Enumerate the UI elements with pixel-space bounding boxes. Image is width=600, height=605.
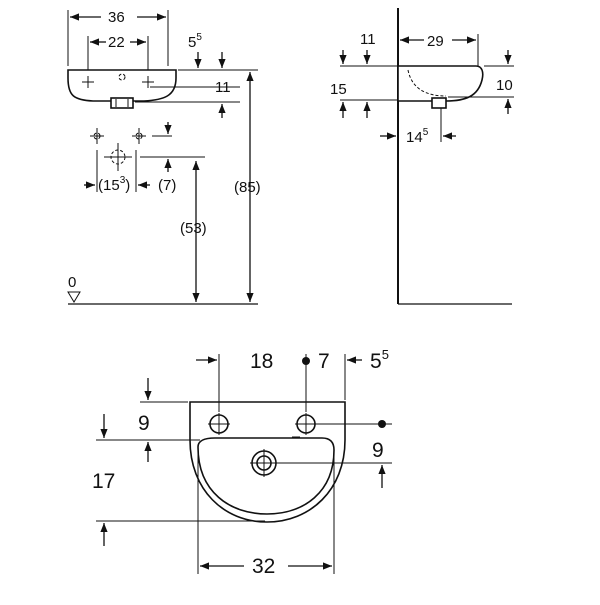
- dimension-width: 36: [108, 9, 125, 26]
- basin-front-elevation: [67, 69, 177, 102]
- drain-outlet: [110, 97, 134, 109]
- outlet-position-marker: [104, 143, 132, 171]
- dimension-drain-offset: 145: [406, 127, 429, 146]
- dimension-dot: [302, 357, 310, 365]
- overflow-hole: [118, 73, 126, 81]
- tap-position-marker: [90, 128, 104, 144]
- tap-hole-marker: [142, 76, 154, 88]
- dimension-tap-to-drain: 9: [372, 439, 384, 462]
- dimension-bowl-depth: 17: [92, 470, 115, 493]
- dimension-outlet-floor: (53): [180, 220, 207, 237]
- floor-level-symbol: [67, 291, 81, 303]
- dimension-top-offset: 55: [188, 32, 202, 51]
- dimension-tap-hole: 7: [318, 350, 330, 373]
- dimension-edge-offset: 55: [370, 347, 389, 373]
- dimension-rim-height: 15: [330, 81, 347, 98]
- dimension-outlet-width: (153): [98, 175, 130, 194]
- bowl-hidden-line: [407, 69, 447, 97]
- drain-outlet-side: [431, 97, 447, 109]
- front-view: 36 22 55 11: [67, 9, 261, 305]
- dimension-outlet-height: (7): [158, 177, 176, 194]
- side-view: 29 11 15 10 145: [330, 8, 514, 305]
- dimension-bowl-height: 10: [496, 77, 513, 94]
- dimension-wall-offset: 11: [360, 31, 376, 48]
- dimension-drain-depth: 11: [215, 79, 231, 96]
- dimension-back-to-tap: 9: [138, 412, 150, 435]
- tap-hole-marker: [82, 76, 94, 88]
- bowl-top-outline: [197, 437, 335, 515]
- dimension-depth: 29: [427, 33, 444, 50]
- top-view: 18 7 55 9 9 17 32: [92, 347, 392, 578]
- dimension-total-height: (85): [234, 179, 261, 196]
- dimension-inner-width: 32: [252, 555, 275, 578]
- dimension-tap-distance: 18: [250, 350, 273, 373]
- tap-position-marker: [132, 128, 146, 144]
- basin-side-elevation: [397, 65, 484, 102]
- floor-level-label: 0: [68, 274, 76, 291]
- dimension-dot: [378, 420, 386, 428]
- dimension-tap-spacing: 22: [108, 34, 125, 51]
